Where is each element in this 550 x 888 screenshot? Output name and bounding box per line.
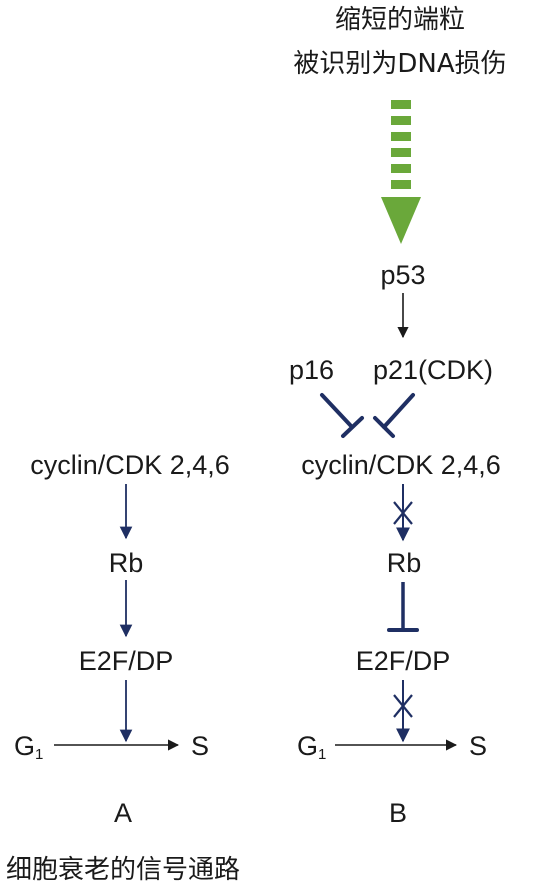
panel-a-rb-label: Rb	[108, 548, 144, 578]
p16-label: p16	[289, 355, 335, 385]
p53-label: p53	[380, 260, 426, 290]
green-dashed-arrow	[381, 100, 421, 244]
panel-a-e2f-label: E2F/DP	[78, 646, 174, 676]
p21-inhibition	[373, 393, 415, 438]
panel-a-cyclin-label: cyclin/CDK 2,4,6	[30, 450, 230, 480]
panel-b-e2f-label: E2F/DP	[355, 646, 451, 676]
panel-b-cyclin-label: cyclin/CDK 2,4,6	[301, 450, 501, 480]
panel-b-block-mark-1	[393, 501, 413, 525]
panel-b-g1-label: G1	[297, 731, 327, 763]
panel-b-rb-label: Rb	[386, 548, 422, 578]
p16-inhibition	[320, 393, 364, 438]
panel-a-label: A	[113, 798, 133, 828]
p21-label: p21(CDK)	[373, 355, 494, 385]
caption-line-1: 缩短的端粒	[334, 5, 466, 35]
panel-a-s-label: S	[191, 731, 210, 761]
panel-b-label: B	[388, 798, 408, 828]
panel-a-g1-label: G1	[14, 731, 44, 763]
panel-b-block-mark-2	[393, 694, 413, 718]
panel-b-s-label: S	[469, 731, 488, 761]
caption-line-2: 被识别为DNA损伤	[293, 49, 507, 79]
